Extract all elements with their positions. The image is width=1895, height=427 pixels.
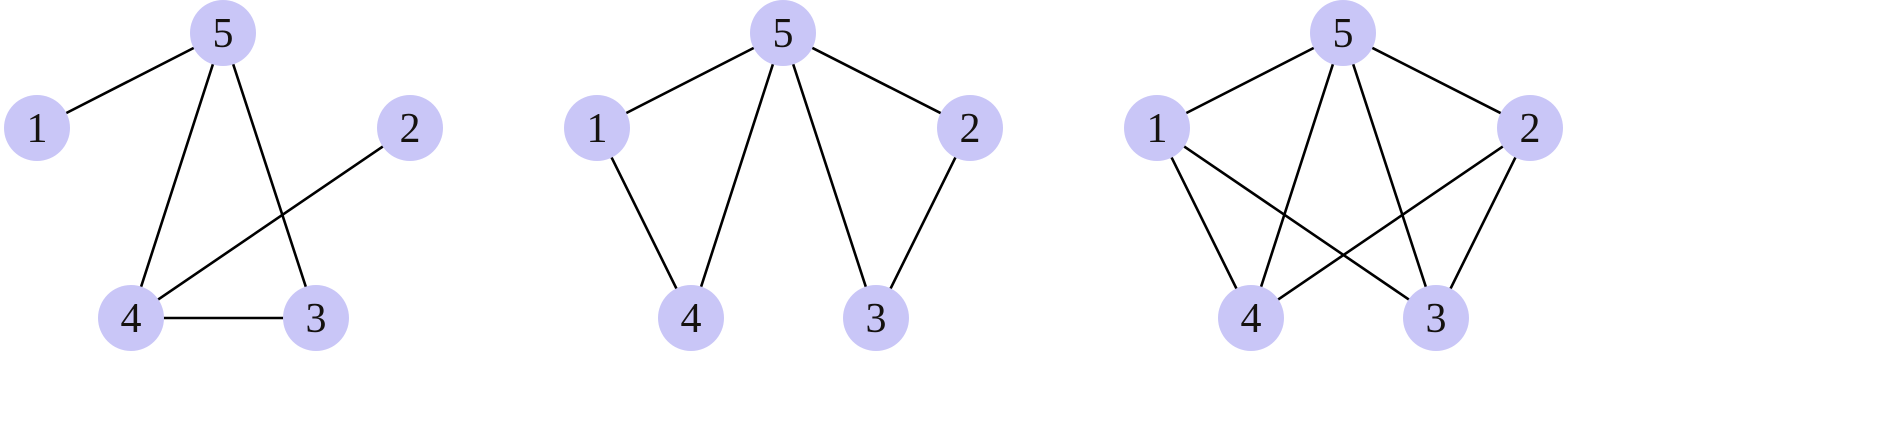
node-circle-1[interactable] <box>1124 95 1190 161</box>
node-circle-5[interactable] <box>1310 0 1376 66</box>
node-label-3: 3 <box>306 296 327 342</box>
edge-5-4 <box>699 63 775 288</box>
edge-layer <box>1170 46 1517 301</box>
edge-5-4 <box>139 63 215 288</box>
edge-layer <box>65 46 385 320</box>
node-circle-1[interactable] <box>4 95 70 161</box>
edge-5-3 <box>231 63 308 288</box>
graph-1-canvas: 1 2 3 4 5 <box>4 0 443 351</box>
edge-1-4 <box>1170 156 1238 290</box>
node-4[interactable]: 4 <box>658 285 724 351</box>
node-label-1: 1 <box>587 106 608 152</box>
node-2[interactable]: 2 <box>937 95 1003 161</box>
node-3[interactable]: 3 <box>1403 285 1469 351</box>
edge-4-2 <box>156 145 385 301</box>
node-label-1: 1 <box>1147 106 1168 152</box>
edge-5-4 <box>1259 63 1335 288</box>
edge-layer <box>610 46 957 290</box>
node-circle-3[interactable] <box>283 285 349 351</box>
node-5[interactable]: 5 <box>1310 0 1376 66</box>
edge-5-2 <box>1371 46 1502 115</box>
node-circle-1[interactable] <box>564 95 630 161</box>
node-5[interactable]: 5 <box>750 0 816 66</box>
node-circle-5[interactable] <box>190 0 256 66</box>
node-circle-2[interactable] <box>937 95 1003 161</box>
node-circle-2[interactable] <box>377 95 443 161</box>
node-layer: 1 2 3 4 5 <box>4 0 443 351</box>
node-circle-3[interactable] <box>1403 285 1469 351</box>
node-label-5: 5 <box>773 11 794 57</box>
node-label-4: 4 <box>121 296 142 342</box>
edge-2-4 <box>1276 145 1505 301</box>
graph-3-canvas: 1 2 3 4 5 <box>1124 0 1563 351</box>
node-1[interactable]: 1 <box>564 95 630 161</box>
node-layer: 1 2 3 4 5 <box>1124 0 1563 351</box>
node-label-2: 2 <box>960 106 981 152</box>
node-label-5: 5 <box>1333 11 1354 57</box>
node-label-3: 3 <box>1426 296 1447 342</box>
node-circle-3[interactable] <box>843 285 909 351</box>
graph-1: 1 2 3 4 5 <box>0 0 470 427</box>
node-circle-4[interactable] <box>658 285 724 351</box>
node-label-2: 2 <box>400 106 421 152</box>
edge-2-3 <box>1449 156 1517 290</box>
node-2[interactable]: 2 <box>1497 95 1563 161</box>
edge-5-2 <box>811 46 942 115</box>
edge-1-5 <box>625 46 755 115</box>
node-label-4: 4 <box>681 296 702 342</box>
node-2[interactable]: 2 <box>377 95 443 161</box>
node-circle-2[interactable] <box>1497 95 1563 161</box>
node-1[interactable]: 1 <box>1124 95 1190 161</box>
graph-2-canvas: 1 2 3 4 5 <box>564 0 1003 351</box>
node-circle-4[interactable] <box>1218 285 1284 351</box>
node-circle-4[interactable] <box>98 285 164 351</box>
edge-1-3 <box>1182 145 1411 301</box>
node-3[interactable]: 3 <box>283 285 349 351</box>
edge-1-5 <box>65 46 195 115</box>
graph-2: 1 2 3 4 5 <box>560 0 1030 427</box>
edge-2-3 <box>889 156 957 290</box>
node-4[interactable]: 4 <box>98 285 164 351</box>
node-5[interactable]: 5 <box>190 0 256 66</box>
edge-5-3 <box>1351 63 1428 288</box>
node-3[interactable]: 3 <box>843 285 909 351</box>
edge-5-3 <box>791 63 868 288</box>
node-circle-5[interactable] <box>750 0 816 66</box>
node-label-3: 3 <box>866 296 887 342</box>
node-label-1: 1 <box>27 106 48 152</box>
edge-1-5 <box>1185 46 1315 115</box>
node-label-4: 4 <box>1241 296 1262 342</box>
graph-3: 1 2 3 4 5 <box>1120 0 1590 427</box>
node-layer: 1 2 3 4 5 <box>564 0 1003 351</box>
node-4[interactable]: 4 <box>1218 285 1284 351</box>
node-label-5: 5 <box>213 11 234 57</box>
edge-1-4 <box>610 156 678 290</box>
node-label-2: 2 <box>1520 106 1541 152</box>
node-1[interactable]: 1 <box>4 95 70 161</box>
